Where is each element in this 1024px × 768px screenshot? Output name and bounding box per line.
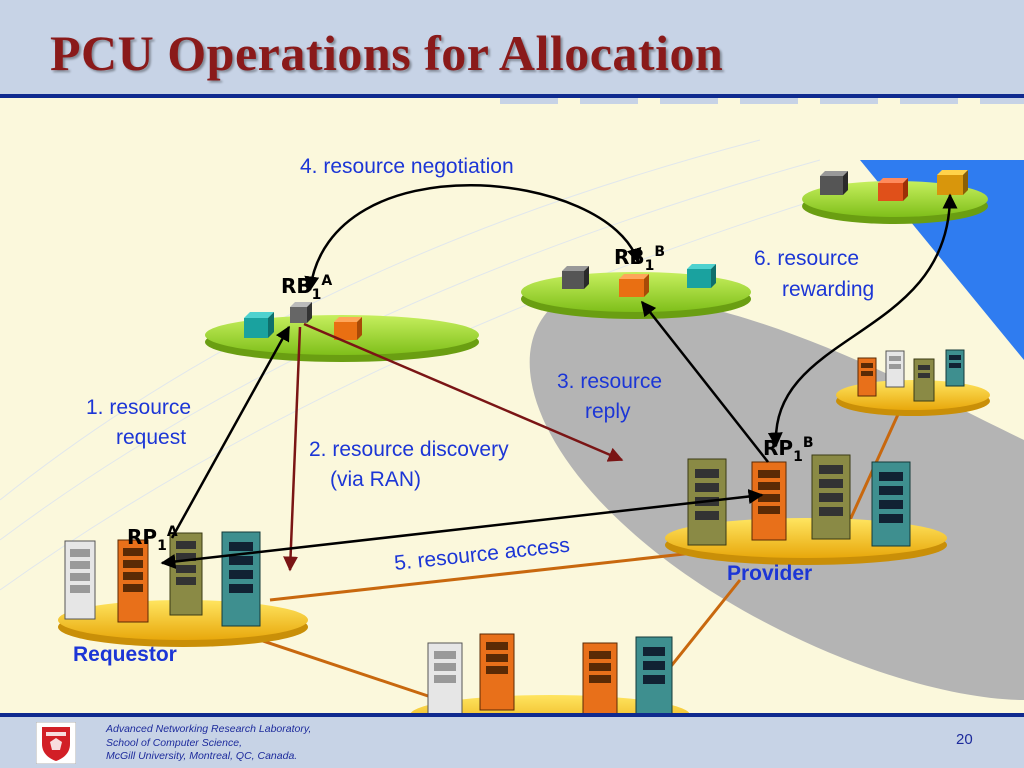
slide-header: PCU Operations for Allocation xyxy=(0,0,1024,96)
footer-line-3: McGill University, Montreal, QC, Canada. xyxy=(106,750,298,762)
footer-credits: Advanced Networking Research Laboratory,… xyxy=(106,723,311,764)
server-icon xyxy=(427,642,463,718)
server-icon xyxy=(117,539,149,623)
server-icon xyxy=(169,532,203,616)
label-requestor: Requestor xyxy=(73,643,177,666)
arrow-resource-reply xyxy=(641,300,769,463)
arrow-resource-negotiation xyxy=(304,184,642,292)
cube-icon xyxy=(687,264,716,288)
label-step-6-line2: rewarding xyxy=(782,278,874,301)
cube-icon xyxy=(290,302,312,323)
footer-line-2: School of Computer Science, xyxy=(106,736,242,749)
label-step-2-line1: 2. resource discovery xyxy=(309,438,509,461)
label-step-3-line1: 3. resource xyxy=(557,370,662,393)
server-icon xyxy=(945,349,965,387)
server-icon xyxy=(857,357,877,397)
label-step-6-line1: 6. resource xyxy=(754,247,859,270)
label-step-3-line2: reply xyxy=(585,400,631,423)
label-step-1-line1: 1. resource xyxy=(86,396,191,419)
label-rp-b: RP1B xyxy=(763,435,813,465)
server-icon xyxy=(582,642,618,720)
mcgill-crest-logo xyxy=(36,722,76,764)
cube-icon xyxy=(820,171,848,195)
server-icon xyxy=(913,358,935,402)
header-dash-strip xyxy=(500,98,1024,104)
broker-a-cubes xyxy=(244,302,362,340)
arrow-resource-rewarding xyxy=(767,193,958,448)
label-rp-a: RP1A xyxy=(127,524,178,554)
label-step-1-line2: request xyxy=(116,426,186,449)
cube-icon xyxy=(562,266,589,289)
server-icon xyxy=(885,350,905,388)
label-rb-a: RB1A xyxy=(281,273,332,303)
server-icon xyxy=(635,636,673,722)
cube-icon xyxy=(244,312,274,338)
footer-rule xyxy=(0,713,1024,717)
header-rule xyxy=(0,94,1024,98)
label-step-2-line2: (via RAN) xyxy=(330,468,421,491)
slide-footer xyxy=(0,717,1024,768)
server-icon xyxy=(811,454,851,540)
label-step-4: 4. resource negotiation xyxy=(300,155,514,178)
server-icon xyxy=(751,461,787,541)
cube-icon xyxy=(878,178,908,201)
server-icon xyxy=(479,633,515,711)
arrow-resource-access xyxy=(160,489,764,569)
server-icon xyxy=(221,531,261,627)
cube-icon xyxy=(937,170,968,195)
label-provider: Provider xyxy=(727,562,812,585)
bottom-servers xyxy=(427,633,673,722)
arrow-resource-request xyxy=(170,325,291,539)
cube-icon xyxy=(619,274,649,297)
page-number: 20 xyxy=(956,731,973,748)
footer-line-1: Advanced Networking Research Laboratory, xyxy=(106,723,312,735)
server-icon xyxy=(871,461,911,547)
server-icon xyxy=(64,540,96,620)
label-rb-b: RB1B xyxy=(614,244,665,274)
slide-title: PCU Operations for Allocation xyxy=(50,25,724,81)
arrow-resource-discovery-right xyxy=(303,322,624,462)
cube-icon xyxy=(334,317,362,340)
arrow-resource-discovery-down xyxy=(283,326,302,572)
